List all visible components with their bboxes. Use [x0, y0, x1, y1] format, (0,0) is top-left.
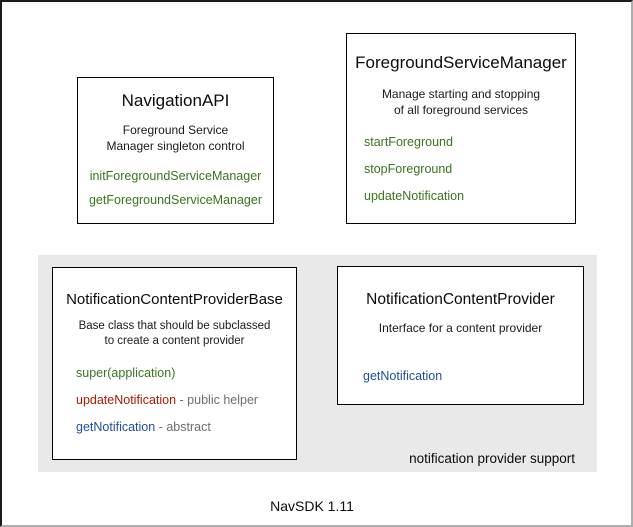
- method-getNotification: getNotification: [363, 369, 443, 383]
- foreground-service-manager-title: ForegroundServiceManager: [355, 53, 567, 72]
- navigation-api-title: NavigationAPI: [121, 91, 230, 110]
- method-startForeground: startForeground: [364, 135, 453, 149]
- method-name: updateNotification: [76, 393, 177, 407]
- navigation-api-box: NavigationAPI Foreground Service Manager…: [77, 77, 274, 224]
- notification-content-provider-base-title: NotificationContentProviderBase: [66, 291, 283, 308]
- notification-content-provider-base-description: Base class that should be subclassed to …: [53, 319, 296, 349]
- description-line: Base class that should be subclassed: [78, 320, 271, 332]
- description-line: to create a content provider: [104, 335, 245, 347]
- notification-content-provider-description: Interface for a content provider: [338, 321, 583, 336]
- description-line: Manage starting and stopping: [381, 87, 541, 101]
- method-suffix: - public helper: [176, 393, 259, 407]
- description-line: of all foreground services: [393, 103, 529, 117]
- method-updateNotification: updateNotification - public helper: [76, 393, 296, 407]
- method-super-application: super(application): [76, 366, 296, 380]
- method-name: super(application): [76, 366, 176, 380]
- foreground-service-manager-description: Manage starting and stopping of all fore…: [347, 86, 575, 118]
- diagram-caption: NavSDK 1.11: [270, 498, 354, 514]
- method-getForegroundServiceManager: getForegroundServiceManager: [88, 193, 263, 207]
- foreground-service-manager-methods: startForeground stopForeground updateNot…: [347, 135, 575, 203]
- notification-content-provider-base-methods: super(application) updateNotification - …: [53, 366, 296, 434]
- navigation-api-description: Foreground Service Manager singleton con…: [78, 122, 273, 154]
- description-line: Foreground Service: [122, 123, 229, 137]
- method-suffix: - abstract: [155, 420, 211, 434]
- description-line: Manager singleton control: [106, 139, 245, 153]
- panel-label: notification provider support: [409, 451, 575, 466]
- notification-content-provider-box: NotificationContentProvider Interface fo…: [337, 266, 584, 405]
- method-stopForeground: stopForeground: [364, 162, 453, 176]
- method-updateNotification: updateNotification: [364, 189, 465, 203]
- notification-provider-support-panel: NotificationContentProviderBase Base cla…: [38, 255, 597, 472]
- method-name: getNotification: [76, 420, 156, 434]
- navigation-api-methods: initForegroundServiceManager getForegrou…: [78, 169, 273, 207]
- notification-content-provider-title: NotificationContentProvider: [366, 291, 555, 308]
- notification-content-provider-base-box: NotificationContentProviderBase Base cla…: [52, 267, 297, 460]
- method-initForegroundServiceManager: initForegroundServiceManager: [89, 169, 262, 183]
- notification-content-provider-methods: getNotification: [338, 369, 583, 383]
- method-getNotification: getNotification - abstract: [76, 420, 296, 434]
- description-line: Interface for a content provider: [378, 321, 543, 335]
- foreground-service-manager-box: ForegroundServiceManager Manage starting…: [346, 33, 576, 224]
